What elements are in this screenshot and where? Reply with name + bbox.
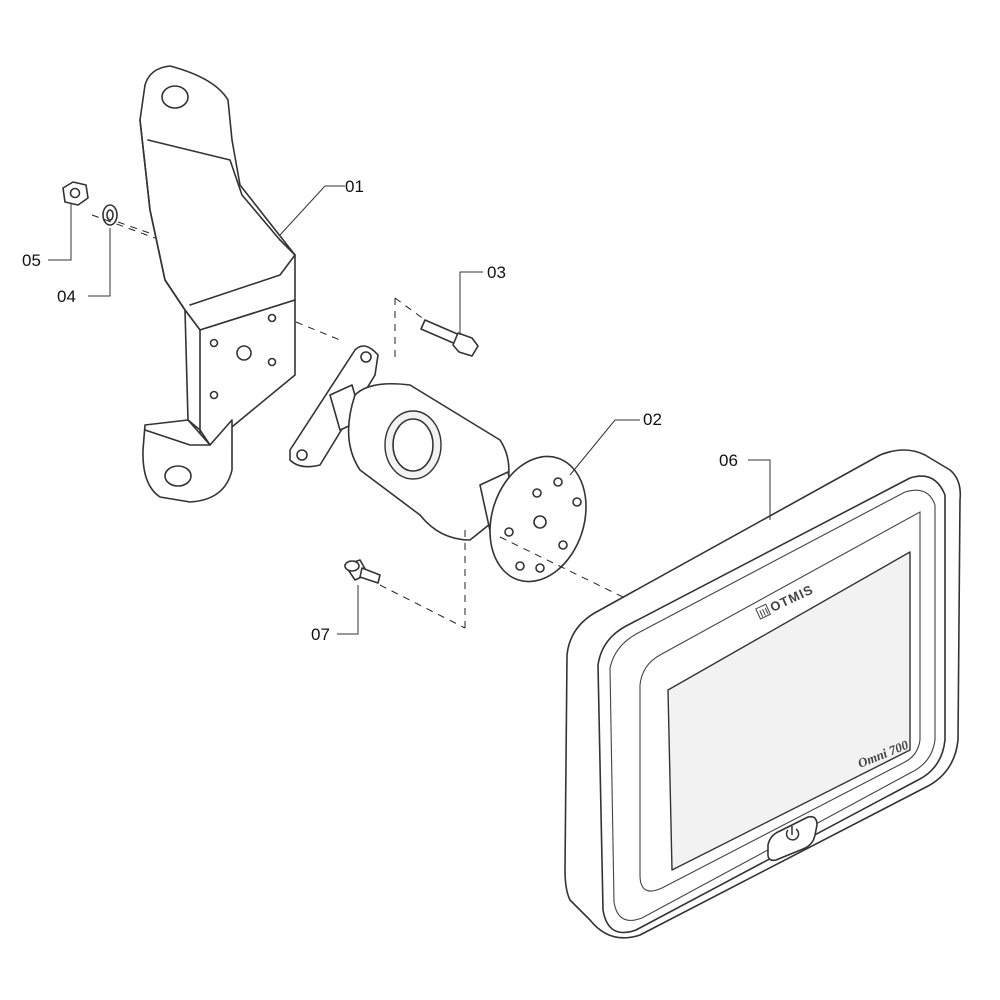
power-icon <box>785 826 800 841</box>
callout-04: 04 <box>57 228 111 306</box>
assembly-lines <box>91 214 626 629</box>
callout-05: 05 <box>22 203 72 270</box>
part-05-nut <box>62 181 89 206</box>
svg-text:07: 07 <box>311 625 330 644</box>
callout-03: 03 <box>459 263 506 335</box>
svg-text:05: 05 <box>22 251 41 270</box>
part-01-bracket <box>139 65 296 503</box>
callout-02: 02 <box>569 410 662 476</box>
callout-01: 01 <box>279 177 364 236</box>
svg-text:01: 01 <box>345 177 364 196</box>
part-03-bolt <box>420 319 479 357</box>
power-button[interactable] <box>767 815 818 862</box>
callout-07: 07 <box>311 585 359 644</box>
svg-text:03: 03 <box>487 263 506 282</box>
svg-text:04: 04 <box>57 287 76 306</box>
svg-text:06: 06 <box>719 451 738 470</box>
svg-text:02: 02 <box>643 410 662 429</box>
callout-06: 06 <box>719 451 771 520</box>
part-02-ball-mount <box>289 345 587 583</box>
part-07-screw <box>344 559 381 584</box>
part-06-display: OTMIS Omni 700 <box>564 449 962 939</box>
